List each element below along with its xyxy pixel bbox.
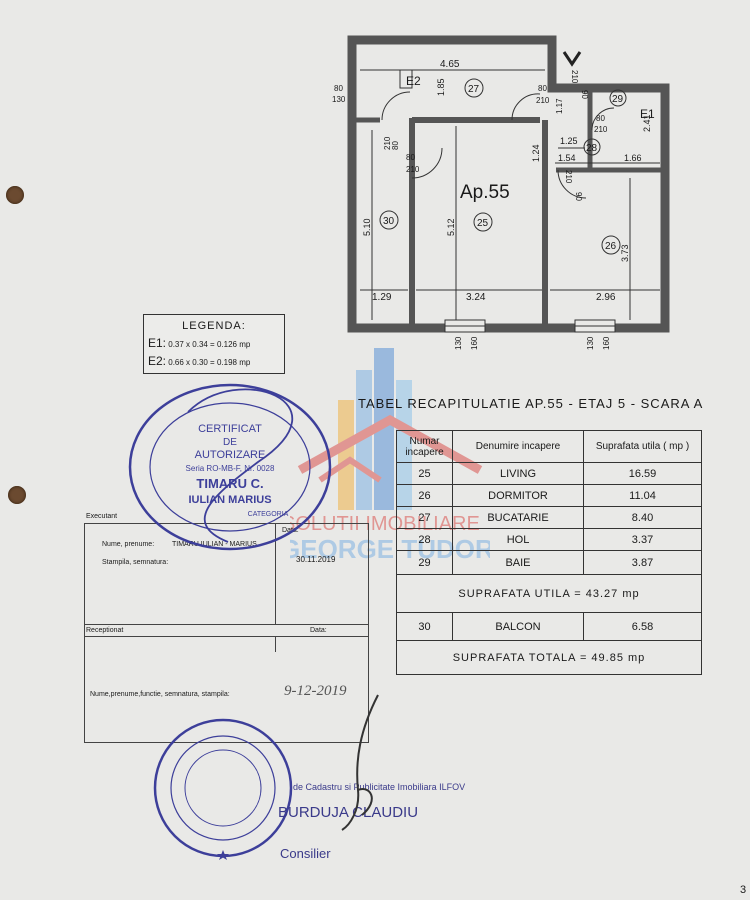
door-left-ext-h: 130 bbox=[332, 95, 346, 104]
window-1-h: 160 bbox=[470, 336, 479, 350]
room-number-28: 28 bbox=[586, 143, 598, 154]
door-left-ext-w: 80 bbox=[334, 84, 343, 93]
punch-hole-bottom bbox=[8, 486, 26, 504]
window-2-w: 130 bbox=[586, 336, 595, 350]
receptionat-label: Receptionat bbox=[86, 627, 124, 634]
recap-table: Numar incapere Denumire incapere Suprafa… bbox=[396, 430, 702, 675]
executant-date-value: 30.11.2019 bbox=[296, 555, 336, 564]
header-name: Denumire incapere bbox=[452, 430, 584, 463]
legend-title: LEGENDA: bbox=[182, 320, 246, 332]
door-kitchen-w: 80 bbox=[538, 84, 547, 93]
dim-dormitor-height: 3.73 bbox=[620, 244, 630, 262]
dim-hol-width: 1.25 bbox=[560, 136, 578, 146]
executant-label: Executant bbox=[86, 513, 118, 520]
table-row: 27 BUCATARIE 8.40 bbox=[396, 506, 702, 529]
dim-top-width: 4.65 bbox=[440, 59, 460, 70]
executant-name-value: TIMARU IULIAN - MARIUS bbox=[172, 541, 257, 548]
floor-plan: Ap.55 E2 E1 27 29 28 30 25 26 4.65 1.29 … bbox=[332, 35, 670, 350]
space-e2: E2 bbox=[406, 74, 421, 88]
signature-block: Executant Nume, prenume: TIMARU IULIAN -… bbox=[84, 513, 369, 743]
legend-box: LEGENDA: E1: 0.37 x 0.34 = 0.126 mp E2: … bbox=[143, 314, 285, 374]
ancpi-stamp bbox=[153, 718, 293, 860]
page-number: 3 bbox=[740, 884, 747, 896]
dim-corridor-width: 1.54 bbox=[558, 153, 576, 163]
legend-e1: E1: 0.37 x 0.34 = 0.126 mp bbox=[148, 336, 251, 350]
certificate-stamp: CERTIFICAT DE AUTORIZARE Seria RO-MB-F, … bbox=[128, 383, 332, 551]
ancpi-name: BURDUJA CLAUDIU bbox=[278, 804, 419, 821]
header-area: Suprafata utila ( mp ) bbox=[583, 430, 702, 463]
room-number-30: 30 bbox=[383, 216, 395, 227]
executant-date-label: Data: bbox=[282, 527, 299, 534]
window-1-w: 130 bbox=[454, 336, 463, 350]
table-row: 28 HOL 3.37 bbox=[396, 528, 702, 551]
receptionat-date-handwritten: 9-12-2019 bbox=[284, 683, 347, 699]
room-number-29: 29 bbox=[612, 94, 624, 105]
useful-total: SUPRAFATA UTILA = 43.27 mp bbox=[396, 574, 702, 613]
receptionat-fields-label: Nume,prenume,functie, semnatura, stampil… bbox=[90, 691, 230, 698]
door-living-h: 210 bbox=[406, 165, 420, 174]
cert-line2: DE bbox=[223, 437, 237, 448]
cert-line1: CERTIFICAT bbox=[198, 423, 262, 435]
cert-line7: CATEGORIA bbox=[248, 511, 289, 518]
punch-hole-top bbox=[6, 186, 24, 204]
door-balcony-w: 80 bbox=[391, 141, 400, 150]
receptionat-date-label: Data: bbox=[310, 627, 327, 634]
space-e1: E1 bbox=[640, 107, 655, 121]
door-entry-h: 210 bbox=[570, 70, 579, 84]
door-bath-w: 80 bbox=[596, 114, 605, 123]
door-living-w: 80 bbox=[406, 153, 415, 162]
table-row: 29 BAIE 3.87 bbox=[396, 550, 702, 575]
cert-line6: IULIAN MARIUS bbox=[188, 494, 271, 506]
grand-total: SUPRAFATA TOTALA = 49.85 mp bbox=[396, 640, 702, 675]
legend-e2: E2: 0.66 x 0.30 = 0.198 mp bbox=[148, 354, 251, 368]
table-row: 26 DORMITOR 11.04 bbox=[396, 484, 702, 507]
ancpi-role: Consilier bbox=[280, 846, 331, 861]
door-bath-h: 210 bbox=[594, 125, 608, 134]
window-2-h: 160 bbox=[602, 336, 611, 350]
apartment-label: Ap.55 bbox=[460, 182, 510, 203]
room-number-25: 25 bbox=[477, 218, 489, 229]
dim-bottom-left: 1.29 bbox=[372, 292, 392, 303]
executant-name-label: Nume, prenume: bbox=[102, 541, 155, 548]
dim-e2-height: 1.85 bbox=[436, 78, 446, 96]
handwritten-signature bbox=[341, 694, 379, 831]
executant-stamp-label: Stampila, semnatura: bbox=[102, 559, 169, 566]
dim-left-height: 5.10 bbox=[362, 218, 372, 236]
dim-bath-width: 1.66 bbox=[624, 153, 642, 163]
dim-e1-height: 2.41 bbox=[642, 114, 652, 132]
cert-line4: Seria RO-MB-F, Nr. 0028 bbox=[186, 464, 275, 473]
room-number-27: 27 bbox=[468, 84, 480, 95]
table-row-balcony: 30 BALCON 6.58 bbox=[396, 612, 702, 641]
recap-title: TABEL RECAPITULATIE AP.55 - ETAJ 5 - SCA… bbox=[358, 396, 704, 411]
door-dorm-h: 210 bbox=[564, 170, 573, 184]
door-entry-w: 90 bbox=[580, 90, 589, 99]
table-row: 25 LIVING 16.59 bbox=[396, 462, 702, 485]
header-number: Numar incapere bbox=[396, 430, 453, 463]
ancpi-office: de Cadastru si Publicitate Imobiliara IL… bbox=[293, 782, 466, 792]
dim-bottom-mid: 3.24 bbox=[466, 292, 486, 303]
room-number-26: 26 bbox=[605, 241, 617, 252]
door-kitchen-h: 210 bbox=[536, 96, 550, 105]
dim-hol-height: 1.24 bbox=[531, 144, 541, 162]
door-balcony-h: 210 bbox=[383, 136, 392, 150]
dim-entry-width: 1.17 bbox=[555, 98, 564, 114]
door-dorm-w: 90 bbox=[574, 192, 583, 201]
cert-line3: AUTORIZARE bbox=[195, 449, 266, 461]
dim-living-height: 5.12 bbox=[446, 218, 456, 236]
dim-bottom-right: 2.96 bbox=[596, 292, 616, 303]
